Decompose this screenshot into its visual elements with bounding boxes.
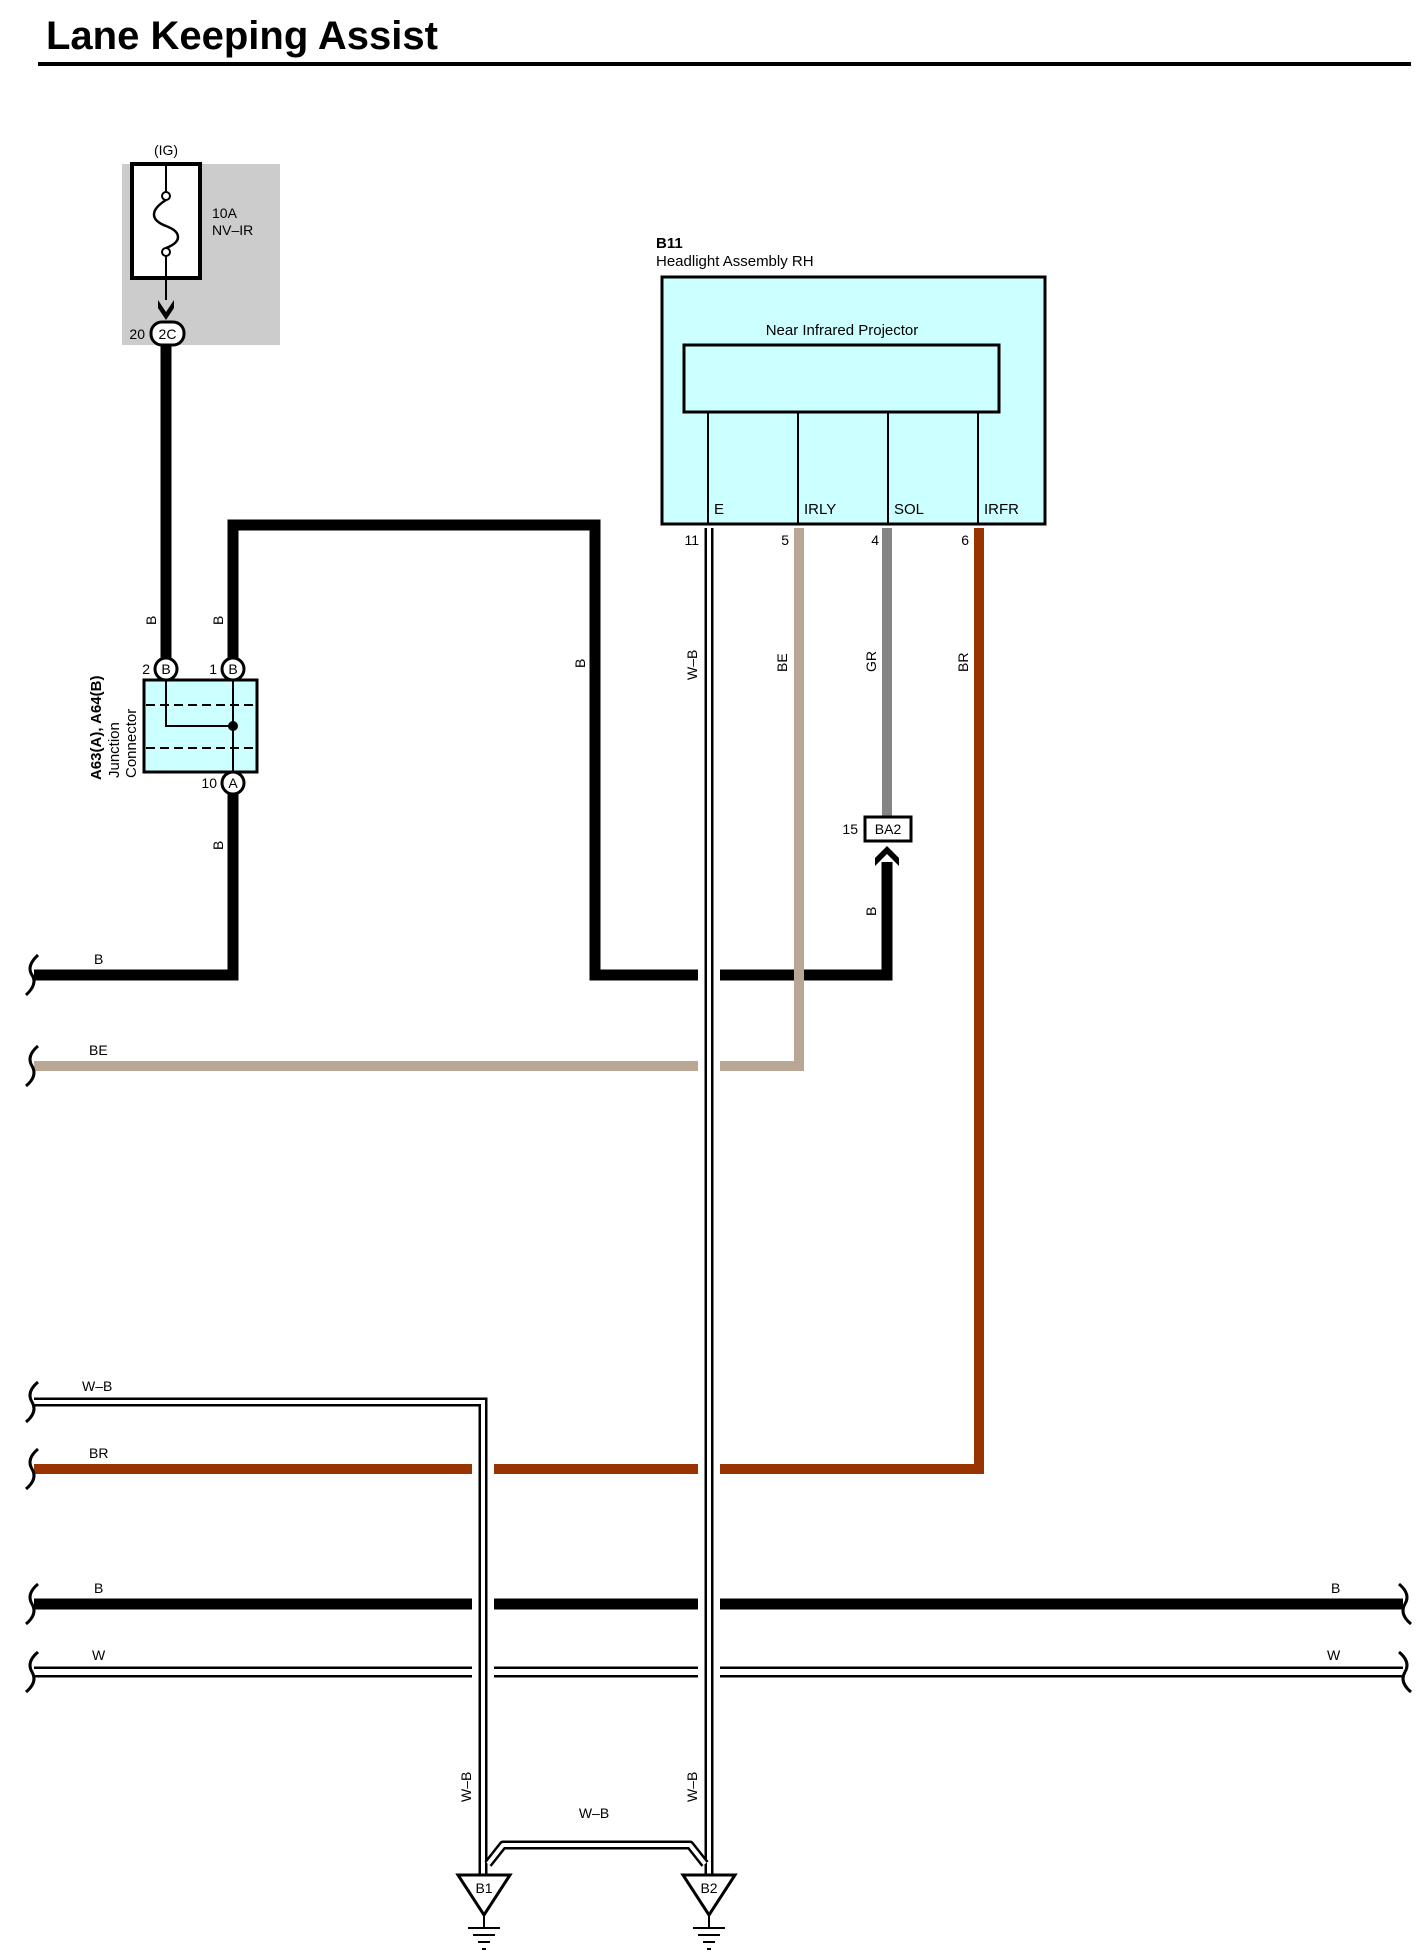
wire-label-b-ba2: B bbox=[863, 907, 879, 916]
junction-pin-1-num: 1 bbox=[209, 661, 217, 677]
wire-be-irly bbox=[34, 528, 804, 1071]
wire-label-be-left: BE bbox=[89, 1042, 108, 1058]
fuse-name-label: NV–IR bbox=[212, 222, 253, 238]
wire-wb-ground-jumper-inner bbox=[486, 1843, 707, 1866]
ba2-code: BA2 bbox=[875, 821, 902, 837]
wire-label-wb-jumper: W–B bbox=[579, 1805, 609, 1821]
wire-label-wb-b1: W–B bbox=[458, 1772, 474, 1802]
fuse-rating-label: 10A bbox=[212, 205, 238, 221]
junction-pin-2-conn: B bbox=[161, 661, 170, 677]
break-mark-b-bus-left bbox=[25, 1582, 39, 1626]
wire-label-w-bus-left: W bbox=[92, 1647, 106, 1663]
fuse-power-label: (IG) bbox=[154, 142, 178, 158]
junction-pin-1-circle bbox=[220, 656, 246, 682]
wire-label-b-left: B bbox=[94, 951, 103, 967]
ba2-connector-box bbox=[863, 815, 913, 843]
wire-label-gr-sol: GR bbox=[863, 651, 879, 672]
terminal-pin-e: 11 bbox=[684, 532, 699, 548]
wire-b-junction-to-left bbox=[34, 791, 239, 981]
fuse-icon bbox=[152, 198, 180, 250]
junction-connector: B 2 B 1 A 10 A63(A), A64(B) Junction Con… bbox=[88, 656, 259, 796]
fuse-terminal-bottom bbox=[161, 247, 171, 257]
headlight-code: B11 bbox=[656, 235, 683, 252]
page-title: Lane Keeping Assist bbox=[46, 14, 438, 58]
wire-b-junction-to-ba2 bbox=[227, 519, 893, 981]
junction-pin-2-num: 2 bbox=[142, 661, 150, 677]
junction-id-label: A63(A), A64(B) bbox=[88, 676, 105, 780]
wire-label-wb-b2: W–B bbox=[684, 1772, 700, 1802]
junction-pin-10-num: 10 bbox=[201, 775, 217, 791]
inline-connector-ba2: BA2 15 bbox=[842, 815, 913, 866]
ground-b2-label: B2 bbox=[700, 1880, 717, 1896]
junction-name-line2: Connector bbox=[123, 709, 140, 778]
wire-label-wb-e: W–B bbox=[684, 650, 700, 680]
terminal-pin-irfr: 6 bbox=[961, 532, 969, 548]
break-marks bbox=[24, 953, 1412, 1694]
wire-label-b-pin1: B bbox=[210, 616, 226, 625]
fuse-block: 2C 20 (IG) 10A NV–IR bbox=[122, 142, 280, 347]
projector-name: Near Infrared Projector bbox=[766, 322, 919, 339]
fuse-connector-2c bbox=[149, 320, 186, 347]
fuse-pin-label: 20 bbox=[129, 326, 145, 342]
break-mark-w-bus-right bbox=[1398, 1650, 1412, 1694]
terminal-pin-sol: 4 bbox=[871, 532, 879, 548]
junction-pin-1-conn: B bbox=[228, 661, 237, 677]
terminal-name-e: E bbox=[714, 501, 724, 518]
wire-wb-ground-jumper-outline bbox=[484, 1840, 709, 1867]
terminal-name-irly: IRLY bbox=[804, 501, 836, 518]
ground-b2-triangle bbox=[680, 1873, 738, 1918]
ground-b1-label: B1 bbox=[475, 1880, 492, 1896]
junction-splice-dot bbox=[228, 721, 238, 731]
break-mark-b-upper bbox=[24, 953, 40, 997]
chevron-down-icon bbox=[158, 300, 174, 320]
ground-b1: B1 bbox=[455, 1873, 513, 1950]
break-mark-b-bus-right bbox=[1398, 1582, 1412, 1626]
break-mark-wb bbox=[25, 1380, 39, 1424]
wire-label-b-bus-left: B bbox=[94, 1580, 103, 1596]
wire-label-wb-left: W–B bbox=[82, 1378, 112, 1394]
fuse-terminal-top bbox=[161, 191, 171, 201]
wire-label-b-bus-right: B bbox=[1331, 1580, 1340, 1596]
junction-pin-2-circle bbox=[153, 656, 179, 682]
wire-label-w-bus-right: W bbox=[1327, 1647, 1341, 1663]
ba2-pin: 15 bbox=[842, 821, 858, 837]
wire-label-b-pin10: B bbox=[210, 841, 226, 850]
wires bbox=[34, 345, 1403, 1875]
junction-pin-10-circle bbox=[220, 770, 246, 796]
wire-label-be-irly: BE bbox=[774, 653, 790, 672]
headlight-name: Headlight Assembly RH bbox=[656, 253, 814, 270]
wire-label-br-left: BR bbox=[89, 1445, 108, 1461]
ground-b1-triangle bbox=[455, 1873, 513, 1918]
ground-b2: B2 bbox=[680, 1873, 738, 1950]
wire-label-b-fuse: B bbox=[143, 616, 159, 625]
junction-pin-10-conn: A bbox=[228, 775, 238, 791]
wire-label-b-vertical-mid: B bbox=[572, 659, 588, 668]
break-mark-be bbox=[25, 1044, 39, 1088]
fuse-connector-label: 2C bbox=[159, 326, 177, 342]
terminal-name-irfr: IRFR bbox=[984, 501, 1019, 518]
junction-name-line1: Junction bbox=[106, 722, 123, 778]
terminal-name-sol: SOL bbox=[894, 501, 924, 518]
break-mark-w-bus-left bbox=[25, 1650, 39, 1694]
headlight-assembly: B11 Headlight Assembly RH Near Infrared … bbox=[656, 235, 1047, 548]
projector-box bbox=[682, 343, 1001, 414]
wire-labels: B B B B W–B BE GR BR B W–B W–B B BE W–B … bbox=[82, 616, 1341, 1821]
wire-label-br-irfr: BR bbox=[955, 653, 971, 672]
terminal-pin-irly: 5 bbox=[781, 532, 789, 548]
junction-bus-internal bbox=[165, 680, 233, 727]
chevron-up-icon bbox=[875, 846, 899, 866]
break-mark-br bbox=[25, 1447, 39, 1491]
wire-br-irfr bbox=[34, 528, 984, 1474]
